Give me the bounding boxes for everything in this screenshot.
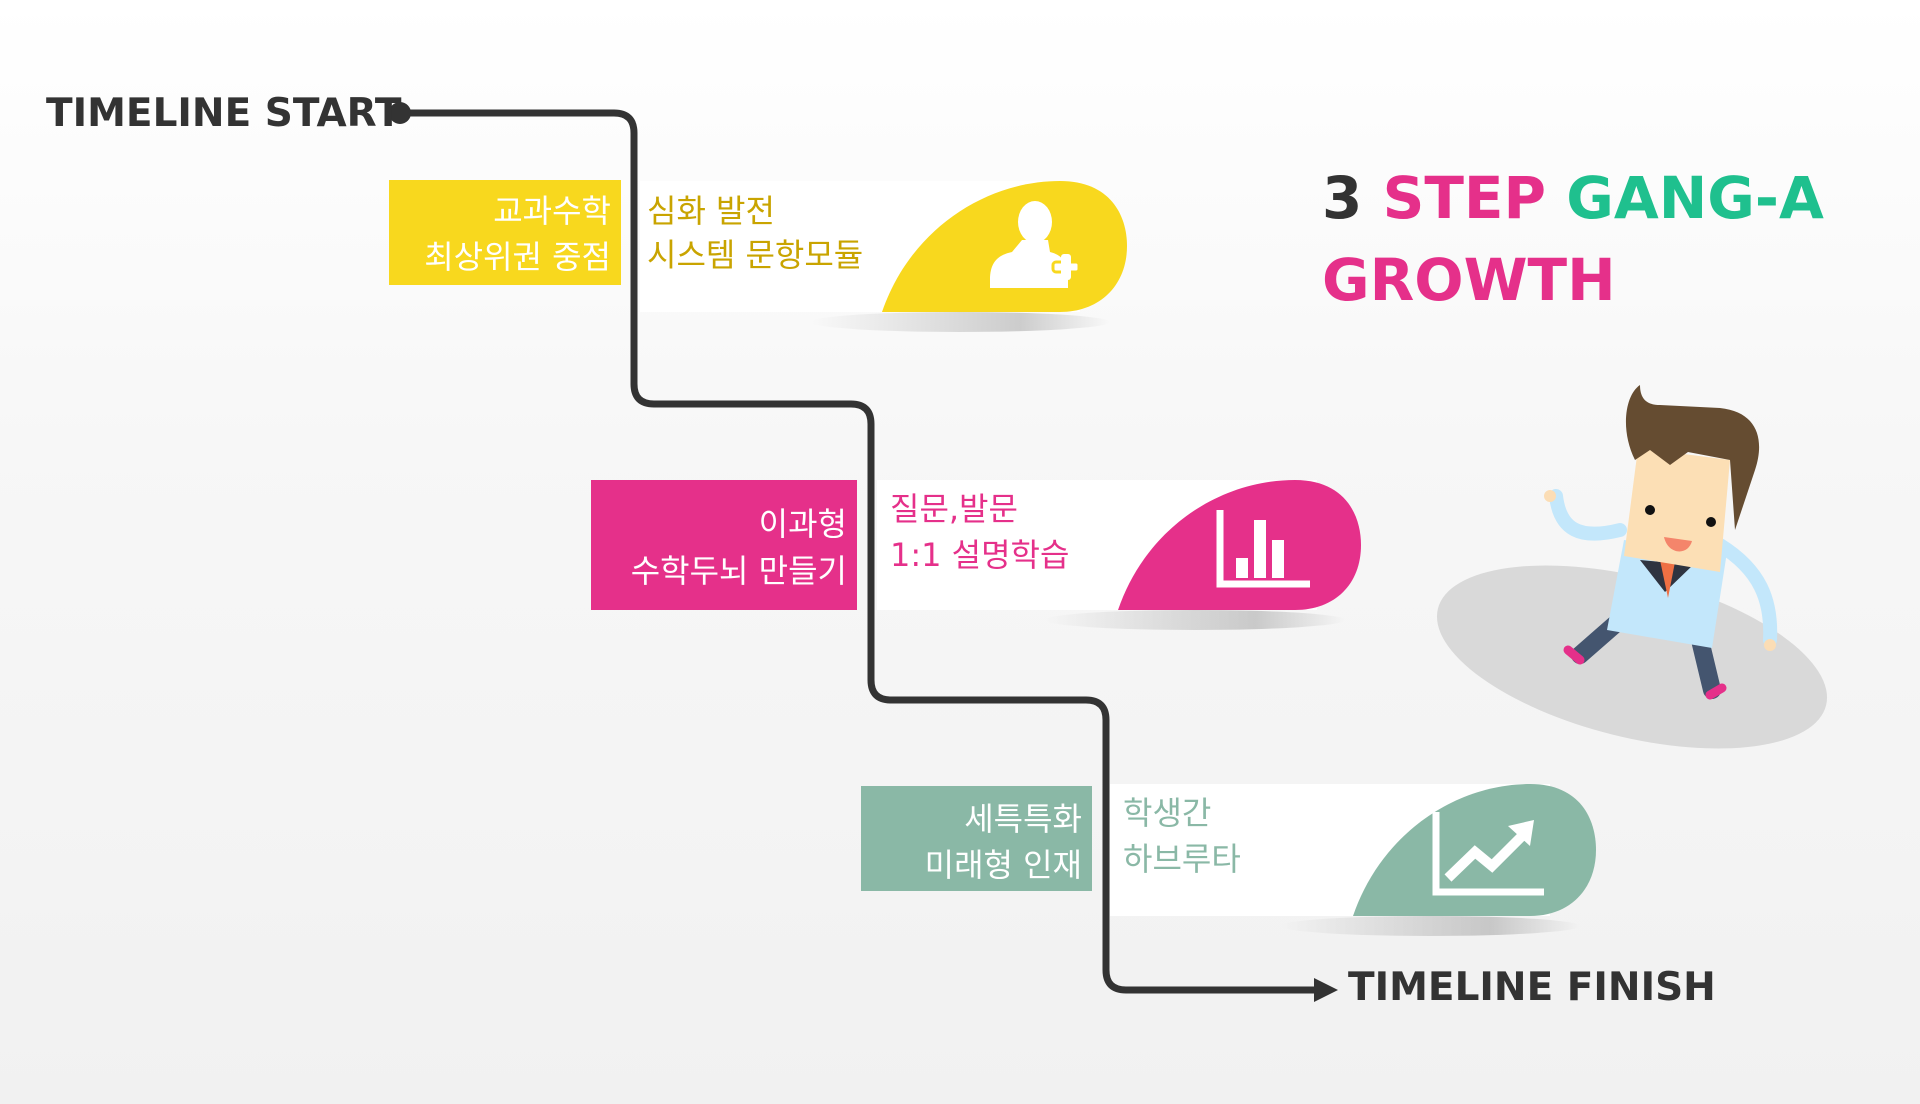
trend-up-icon <box>1432 812 1544 896</box>
step-1: 교과수학 최상위권 중점 심화 발전 시스템 문항모듈 <box>389 180 1127 332</box>
running-businessman-illustration <box>1436 385 1828 749</box>
step-2: 이과형 수학두뇌 만들기 질문,발문 1:1 설명학습 <box>591 480 1361 630</box>
step-box-line-2: 미래형 인재 <box>925 846 1082 884</box>
bar-chart-icon <box>1216 510 1310 588</box>
step-box <box>861 786 1092 891</box>
step-desc-line-1: 질문,발문 <box>890 490 1018 528</box>
step-desc-line-1: 심화 발전 <box>647 192 775 230</box>
right-shoe <box>1705 683 1727 700</box>
left-hand <box>1544 490 1556 502</box>
step-desc-line-2: 시스템 문항모듈 <box>647 236 863 274</box>
timeline-finish-label: TIMELINE FINISH <box>1348 965 1716 1010</box>
mouth <box>1664 537 1692 552</box>
timeline-path <box>400 109 1318 994</box>
step-box-line-2: 수학두뇌 만들기 <box>631 552 847 590</box>
tie <box>1660 560 1675 598</box>
eye <box>1706 517 1716 527</box>
banner-shadow <box>1045 610 1345 630</box>
eye <box>1645 505 1655 515</box>
step-box-line-2: 최상위권 중점 <box>424 238 611 276</box>
banner-shadow <box>1280 916 1580 936</box>
teardrop-shape <box>1118 480 1361 610</box>
face <box>1624 448 1730 572</box>
timeline-arrow-head <box>1314 978 1338 1002</box>
step-box-line-1: 세특특화 <box>964 800 1082 838</box>
ground-shadow <box>1436 565 1828 749</box>
right-hand <box>1764 639 1776 651</box>
banner-shadow <box>810 312 1110 332</box>
step-desc-line-2: 1:1 설명학습 <box>890 536 1069 574</box>
step-box <box>591 480 857 610</box>
step-box-line-1: 교과수학 <box>493 192 611 230</box>
step-3: 세특특화 미래형 인재 학생간 하브루타 <box>861 784 1596 936</box>
timeline-start-label: TIMELINE START <box>46 91 402 136</box>
left-arm <box>1549 489 1627 541</box>
step-box-line-1: 이과형 <box>759 505 847 543</box>
step-desc-line-1: 학생간 <box>1123 794 1211 832</box>
left-shoe <box>1563 645 1585 665</box>
user-plus-icon <box>990 201 1081 288</box>
step-desc-line-2: 하브루타 <box>1123 840 1241 878</box>
step-box <box>389 180 621 285</box>
timeline-start-dot <box>389 102 411 124</box>
title-line-2: GROWTH <box>1322 246 1616 314</box>
right-arm <box>1713 538 1778 647</box>
title-line-1: 3 STEP GANG-A <box>1322 164 1824 232</box>
hair <box>1625 385 1760 530</box>
